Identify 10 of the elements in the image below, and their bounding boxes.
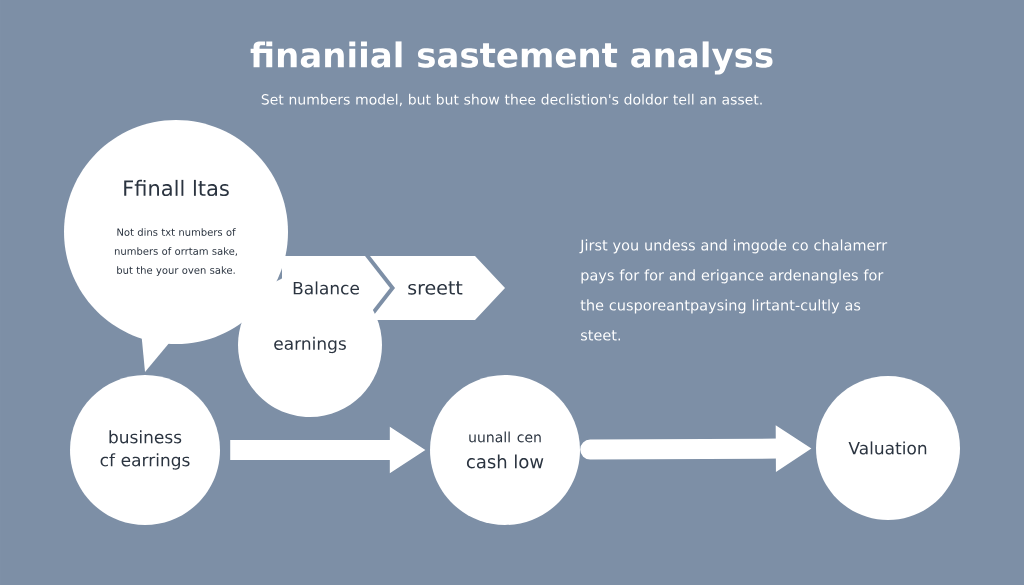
bubble-heading: Ffinall ltas [124, 179, 229, 197]
node-label: Balance [293, 281, 360, 295]
node-label: sreett [408, 281, 463, 295]
paragraph: Jirst you undess and imgode co chalamerr pays for for and erigance ardenangles for the cusporeantpaysing lirtant-cultly as steet. [579, 239, 888, 341]
chevron-box: sreett [370, 256, 505, 320]
bubble-text: Not dins txt numbers of numbers of orrtam sake, but the your oven sake. [114, 228, 237, 276]
node-label: earnings [274, 336, 346, 354]
title: finaniial sastement analyss [250, 41, 773, 75]
pentagon-box: Balance [282, 256, 390, 320]
subtitle: Set numbers model, but but show thee declistion's doldor tell an asset. [261, 93, 762, 107]
